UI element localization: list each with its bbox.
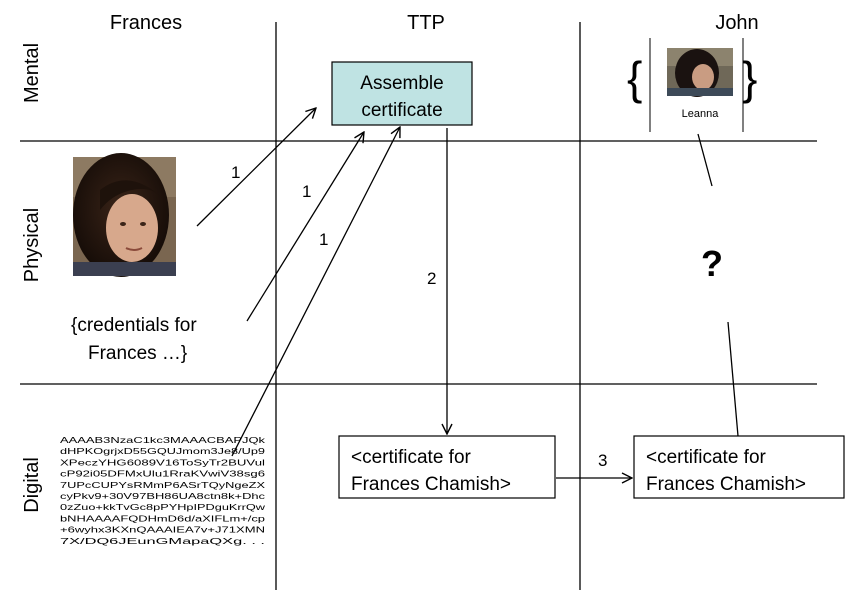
certificate-ttp-line2: Frances Chamish> <box>351 474 511 495</box>
arrow-1-credentials-to-assemble <box>246 132 364 322</box>
certificate-john-line2: Frances Chamish> <box>646 474 806 495</box>
digital-key-line: 7X/DQ6JEunGMapaQXg. . . <box>60 536 265 546</box>
credentials-line2: Frances …} <box>88 343 187 364</box>
column-header-john: John <box>715 12 758 34</box>
row-header-mental: Mental <box>21 43 43 103</box>
certificate-ttp-line1: <certificate for <box>351 447 472 468</box>
arrow-label-3: 3 <box>598 451 607 470</box>
assemble-certificate-line2: certificate <box>361 100 442 121</box>
credentials-line1: {credentials for <box>71 315 197 336</box>
digital-key-line: +6wyhx3KXnQAAAIEA7v+J71XMN <box>60 525 265 535</box>
connector-photo-to-question <box>697 133 713 187</box>
digital-key-text: AAAAB3NzaC1kc3MAAACBAPJQkdHPKOgrjxD55GQU… <box>60 435 266 546</box>
arrow-label-1c: 1 <box>319 230 328 249</box>
digital-key-line: AAAAB3NzaC1kc3MAAACBAPJQk <box>60 435 266 445</box>
arrow-1-digital-to-assemble <box>231 127 400 457</box>
certificate-box-ttp <box>338 435 556 499</box>
assemble-certificate-box <box>331 61 473 126</box>
arrow-label-1b: 1 <box>302 182 311 201</box>
row-header-digital: Digital <box>21 457 43 513</box>
connector-question-to-certificate <box>727 321 739 437</box>
arrow-1-photo-to-assemble <box>196 108 316 227</box>
arrow-label-2: 2 <box>427 269 436 288</box>
certificate-john-line1: <certificate for <box>646 447 767 468</box>
leanna-photo <box>667 48 733 97</box>
assemble-certificate-line1: Assemble <box>360 73 443 94</box>
digital-key-line: 7UPcCUPYsRMmP6ASrTQyNgeZX <box>60 480 265 490</box>
row-header-physical: Physical <box>21 208 43 282</box>
column-header-frances: Frances <box>110 12 182 34</box>
column-header-ttp: TTP <box>407 12 445 34</box>
digital-key-line: cP92i05DFMxUlu1RraKVwiV38sg6 <box>60 469 265 479</box>
leanna-caption: Leanna <box>682 108 720 120</box>
right-brace: } <box>742 52 757 104</box>
arrow-label-1a: 1 <box>231 163 240 182</box>
left-brace: { <box>627 52 642 104</box>
digital-key-line: XPeczYHG6089V16ToSyTr2BUVul <box>60 457 265 467</box>
digital-key-line: 0zZuo+kkTvGc8pPYHpIPDguKrrQw <box>60 502 266 512</box>
frances-photo <box>73 153 176 277</box>
certificate-box-john <box>633 435 845 499</box>
question-mark: ? <box>701 243 723 284</box>
digital-key-line: dHPKOgrjxD55GQUJmom3Je8/Up9 <box>60 446 265 456</box>
digital-key-line: bNHAAAAFQDHmD6d/aXIFLm+/cp <box>60 513 265 523</box>
digital-key-line: cyPkv9+30V97BH86UA8ctn8k+Dhc <box>60 491 266 501</box>
